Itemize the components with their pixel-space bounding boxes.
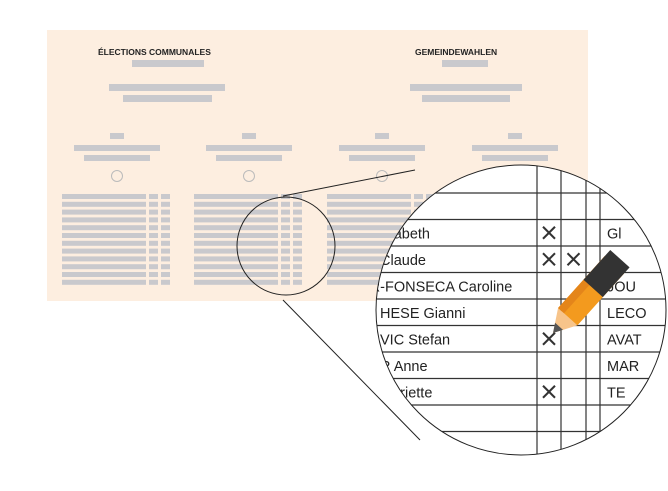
pencil-icon: [553, 249, 630, 333]
candidate-name: HESE Gianni: [380, 306, 465, 322]
vote-cross-mark: [542, 332, 556, 346]
zoom-connector-bottom: [282, 299, 421, 441]
vote-cross-mark: [542, 226, 556, 240]
party-column: [194, 133, 302, 285]
candidate-name-next-list: Gl: [607, 227, 622, 243]
candidate-name: Claude: [380, 253, 426, 269]
vote-cross-mark: [566, 252, 581, 266]
zoom-connector-top: [282, 169, 416, 197]
candidate-name: ER-FONSECA Caroline: [360, 280, 512, 296]
party-vote-circle[interactable]: [376, 170, 388, 182]
party-column: [62, 133, 170, 285]
ballot-title-right: GEMEINDEWAHLEN: [415, 47, 497, 57]
candidate-name: VIC Stefan: [380, 333, 450, 349]
candidate-name: R Anne: [380, 359, 428, 375]
party-vote-circle[interactable]: [111, 170, 123, 182]
vote-cross-mark: [542, 252, 556, 266]
magnifier-lens: toinelisabethGlClaudeER-FONSECA Caroline…: [360, 164, 667, 456]
candidate-name-next-list: AVAT: [607, 333, 642, 349]
party-vote-circle[interactable]: [243, 170, 255, 182]
ballot-title-left: ÉLECTIONS COMMUNALES: [98, 47, 211, 57]
candidate-name-next-list: TE: [607, 386, 626, 402]
vote-cross-mark: [542, 385, 556, 399]
zoom-source-circle: [236, 196, 336, 296]
header-placeholders: [109, 60, 522, 102]
candidate-name-next-list: MAR: [607, 359, 639, 375]
candidate-name-next-list: LECO: [607, 306, 647, 322]
